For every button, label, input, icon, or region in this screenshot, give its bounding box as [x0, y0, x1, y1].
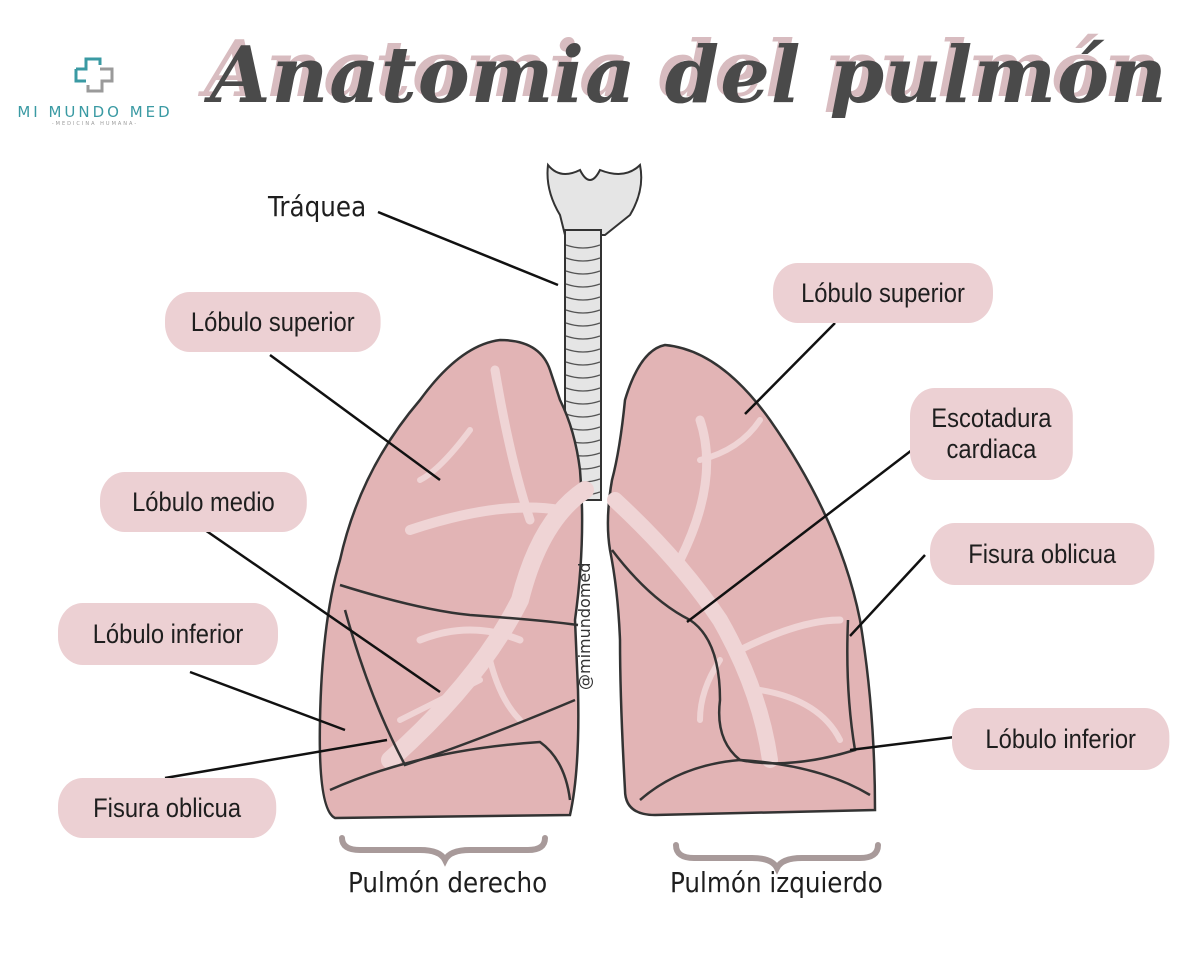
- right-lung-brace: [339, 835, 548, 867]
- label-trachea: Tráquea: [268, 190, 367, 223]
- label-right-oblique-fissure: Fisura oblicua: [58, 778, 277, 838]
- trachea-ring: [565, 322, 601, 327]
- label-right-middle-lobe: Lóbulo medio: [100, 472, 307, 532]
- trachea-ring: [565, 296, 601, 301]
- right-lung: [318, 338, 584, 820]
- trachea-ring: [565, 335, 601, 340]
- label-right-upper-lobe: Lóbulo superior: [165, 292, 381, 352]
- label-left-lower-lobe: Lóbulo inferior: [952, 708, 1170, 770]
- logo: MI MUNDO MED -MEDICINA HUMANA-: [10, 55, 180, 127]
- label-right-lower-lobe: Lóbulo inferior: [58, 603, 278, 665]
- left-lung-brace: [673, 842, 881, 875]
- trachea-ring: [565, 257, 601, 262]
- larynx: [546, 162, 643, 236]
- trachea-ring: [565, 309, 601, 314]
- page-title: Anatomia del pulmón: [210, 30, 1168, 121]
- logo-name: MI MUNDO MED: [17, 103, 173, 121]
- medical-cross-icon: [74, 57, 114, 93]
- label-left-oblique-fissure: Fisura oblicua: [930, 523, 1155, 585]
- watermark: @mimundomed: [575, 562, 594, 690]
- trachea-ring: [565, 244, 601, 249]
- label-cardiac-notch: Escotadura cardiaca: [910, 388, 1073, 480]
- label-left-lung: Pulmón izquierdo: [670, 866, 883, 899]
- trachea-ring: [565, 400, 601, 405]
- trachea-ring: [565, 270, 601, 275]
- label-left-upper-lobe: Lóbulo superior: [773, 263, 993, 323]
- trachea-ring: [565, 374, 601, 379]
- trachea-ring: [565, 283, 601, 288]
- logo-subtitle: -MEDICINA HUMANA-: [51, 121, 139, 127]
- label-right-lung: Pulmón derecho: [348, 866, 548, 899]
- trachea-ring: [565, 413, 601, 418]
- trachea-ring: [565, 348, 601, 353]
- trachea-ring: [565, 387, 601, 392]
- trachea-ring: [565, 361, 601, 366]
